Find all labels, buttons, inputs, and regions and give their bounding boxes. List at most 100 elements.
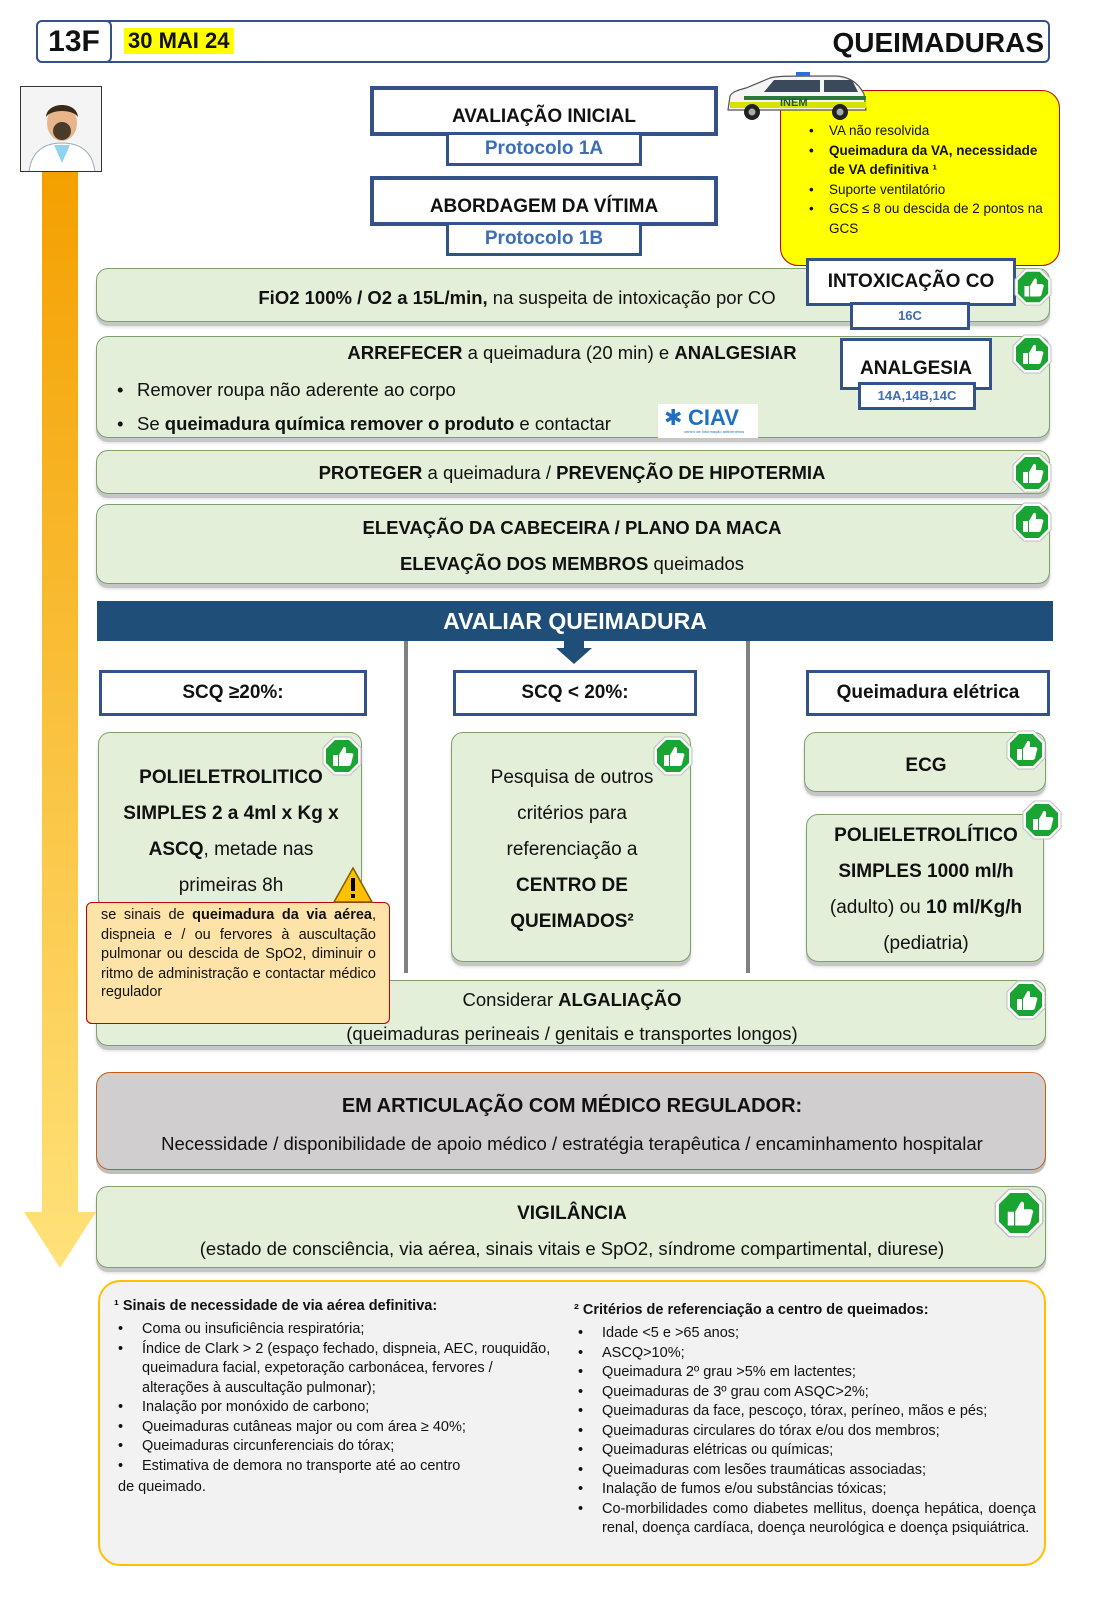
fio2-text: FiO2 100% / O2 a 15L/min, na suspeita de…	[258, 287, 776, 308]
ambulance-icon	[727, 72, 867, 120]
footnote-item: Inalação de fumos e/ou substâncias tóxic…	[574, 1480, 1036, 1500]
col1-line2: SIMPLES 2 a 4ml x Kg x	[123, 803, 339, 824]
col2-line2: critérios para	[517, 803, 627, 824]
medico-sub: Necessidade / disponibilidade de apoio m…	[161, 1133, 983, 1154]
thumbs-up-icon	[1022, 800, 1062, 840]
footnote-item: Coma ou insuficiência respiratória;	[114, 1320, 554, 1340]
thumbs-up-icon	[1006, 730, 1046, 770]
footnote-item: ASCQ>10%;	[574, 1344, 1036, 1364]
flow-arrow-icon	[24, 172, 96, 1268]
vigilancia-title: VIGILÂNCIA	[517, 1203, 627, 1224]
footnote-right-title: ² Critérios de referenciação a centro de…	[574, 1302, 929, 1318]
medico-title: EM ARTICULAÇÃO COM MÉDICO REGULADOR:	[341, 1095, 803, 1117]
scq-menor-20-header: SCQ < 20%:	[453, 670, 697, 716]
warning-box-overlay: se sinais de queimadura da via aérea, di…	[86, 980, 390, 1024]
protocol-analgesia-link[interactable]: 14A,14B,14C	[858, 382, 976, 410]
footnote-right-list: Idade <5 e >65 anos;ASCQ>10%;Queimadura …	[574, 1324, 1036, 1539]
footnote-item: Idade <5 e >65 anos;	[574, 1324, 1036, 1344]
footnote-item: Queimadura 2º grau >5% em lactentes;	[574, 1363, 1036, 1383]
footnote-item: Índice de Clark > 2 (espaço fechado, dis…	[114, 1340, 554, 1399]
thumbs-up-icon	[1012, 502, 1052, 542]
protocol-date: 30 MAI 24	[124, 28, 234, 54]
vigilancia-row: VIGILÂNCIA (estado de consciência, via a…	[96, 1186, 1046, 1268]
col1-line1: POLIELETROLITICO	[139, 767, 323, 788]
protocol-1a-link[interactable]: Protocolo 1A	[446, 132, 642, 166]
footnote-item: Queimaduras circulares do tórax e/ou dos…	[574, 1422, 1036, 1442]
elevacao-line1: ELEVAÇÃO DA CABECEIRA / PLANO DA MACA	[362, 517, 782, 538]
footnote-item: Estimativa de demora no transporte até a…	[114, 1457, 554, 1477]
protocol-16c-link[interactable]: 16C	[850, 302, 970, 330]
warning-icon	[332, 866, 374, 903]
col2-line5: QUEIMADOS²	[510, 911, 634, 932]
elevacao-line2: ELEVAÇÃO DOS MEMBROS queimados	[399, 553, 745, 574]
col2-line4: CENTRO DE	[516, 875, 628, 896]
protocol-code: 13F	[36, 20, 112, 63]
footnote-item: Queimaduras de 3º grau com ASQC>2%;	[574, 1383, 1036, 1403]
remover-roupa-item: Remover roupa não aderente ao corpo	[111, 379, 456, 401]
col2-line1: Pesquisa de outros	[490, 767, 654, 788]
quimica-item: Se queimadura química remover o produto …	[111, 413, 611, 435]
thumbs-up-icon	[322, 736, 362, 776]
page-title: QUEIMADURAS	[832, 27, 1044, 58]
airway-item: Suporte ventilatório	[803, 180, 1045, 200]
thumbs-up-icon	[1012, 334, 1052, 374]
algaliacao-line2: (queimaduras perineais / genitais e tran…	[346, 1023, 798, 1044]
col3-line3: (adulto) ou 10 ml/Kg/h	[829, 897, 1023, 918]
col3-line4: (pediatria)	[883, 933, 969, 954]
scq-maior-20-panel: POLIELETROLITICO SIMPLES 2 a 4ml x Kg x …	[98, 732, 362, 910]
queimadura-eletrica-header: Queimadura elétrica	[806, 670, 1050, 716]
ciav-logo-text: CIAV	[688, 405, 739, 430]
scq-maior-20-header: SCQ ≥20%:	[99, 670, 367, 716]
footnote-item: Co-morbilidades como diabetes mellitus, …	[574, 1500, 1036, 1539]
thumbs-up-icon	[1006, 980, 1046, 1020]
footnote-right: ² Critérios de referenciação a centro de…	[574, 1302, 1036, 1539]
doctor-avatar	[20, 86, 102, 172]
avaliar-queimadura-banner: AVALIAR QUEIMADURA	[97, 601, 1053, 641]
column-divider	[404, 641, 408, 973]
footnotes-box: ¹ Sinais de necessidade de via aérea def…	[98, 1280, 1046, 1566]
footnote-left-title: ¹ Sinais de necessidade de via aérea def…	[114, 1298, 438, 1314]
col2-line3: referenciação a	[506, 839, 638, 860]
proteger-text: PROTEGER a queimadura / PREVENÇÃO DE HIP…	[318, 462, 826, 483]
footnote-item: Queimaduras elétricas ou químicas;	[574, 1441, 1036, 1461]
algaliacao-row: Considerar ALGALIAÇÃO (queimaduras perin…	[96, 980, 1046, 1046]
avaliacao-inicial-title: AVALIAÇÃO INICIAL	[451, 106, 636, 127]
scq-menor-20-panel: Pesquisa de outros critérios para refere…	[451, 732, 691, 962]
arrefecer-title: ARREFECER a queimadura (20 min) e ANALGE…	[347, 342, 797, 363]
elevacao-row: ELEVAÇÃO DA CABECEIRA / PLANO DA MACA EL…	[96, 504, 1050, 584]
ciav-star-icon: ✱	[664, 405, 683, 430]
ciav-logo[interactable]: ✱ CIAV centro de informação antivenenos	[658, 404, 758, 438]
ciav-logo-sub: centro de informação antivenenos	[684, 429, 745, 434]
footnote-item: Queimaduras da face, pescoço, tórax, per…	[574, 1402, 1036, 1422]
abordagem-vitima-title: ABORDAGEM DA VÍTIMA	[429, 196, 659, 217]
thumbs-up-icon	[653, 736, 693, 776]
col1-line4: primeiras 8h	[178, 875, 284, 896]
polieletrolitico-eletrica-panel: POLIELETROLÍTICO SIMPLES 1000 ml/h (adul…	[806, 814, 1044, 962]
footnote-left-tail: de queimado.	[118, 1479, 206, 1495]
footnote-item: Queimaduras cutâneas major ou com área ≥…	[114, 1418, 554, 1438]
abordagem-vitima-box: ABORDAGEM DA VÍTIMA	[370, 176, 718, 226]
proteger-row: PROTEGER a queimadura / PREVENÇÃO DE HIP…	[96, 450, 1050, 494]
airway-item: Queimadura da VA, necessidade de VA defi…	[803, 141, 1045, 180]
thumbs-up-icon	[1014, 268, 1052, 306]
footnote-item: Inalação por monóxido de carbono;	[114, 1398, 554, 1418]
avaliacao-inicial-box: AVALIAÇÃO INICIAL	[370, 86, 718, 136]
airway-item: GCS ≤ 8 ou descida de 2 pontos na GCS	[803, 199, 1045, 238]
footnote-left: ¹ Sinais de necessidade de via aérea def…	[114, 1298, 554, 1498]
intoxicacao-co-box: INTOXICAÇÃO CO	[806, 258, 1016, 306]
vigilancia-sub: (estado de consciência, via aérea, sinai…	[199, 1238, 945, 1259]
ecg-panel: ECG	[804, 732, 1046, 792]
thumbs-up-icon	[994, 1188, 1044, 1238]
down-arrow-icon	[556, 640, 592, 664]
medico-regulador-box: EM ARTICULAÇÃO COM MÉDICO REGULADOR: Nec…	[96, 1072, 1046, 1170]
algaliacao-line1: Considerar ALGALIAÇÃO	[462, 989, 682, 1010]
footnote-item: Queimaduras com lesões traumáticas assoc…	[574, 1461, 1036, 1481]
col1-line3: ASCQ, metade nas	[148, 839, 314, 860]
protocol-1b-link[interactable]: Protocolo 1B	[446, 222, 642, 256]
column-divider	[746, 641, 750, 973]
thumbs-up-icon	[1012, 453, 1052, 493]
airway-criteria-box: VA não resolvida Queimadura da VA, neces…	[780, 90, 1060, 266]
ambulance-label: INEM	[780, 97, 808, 109]
ecg-text: ECG	[905, 755, 947, 776]
airway-item: VA não resolvida	[803, 121, 1045, 141]
